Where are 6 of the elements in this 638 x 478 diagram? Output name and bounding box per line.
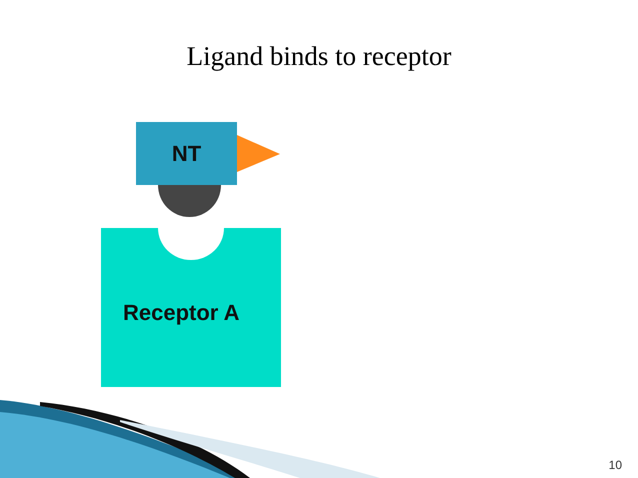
page-number: 10 bbox=[608, 457, 622, 474]
slide-title: Ligand binds to receptor bbox=[186, 40, 452, 73]
receptor-box bbox=[101, 228, 281, 387]
node-label: NT bbox=[172, 140, 202, 168]
node-label: Receptor A bbox=[123, 299, 240, 327]
ligand-box bbox=[136, 122, 237, 185]
